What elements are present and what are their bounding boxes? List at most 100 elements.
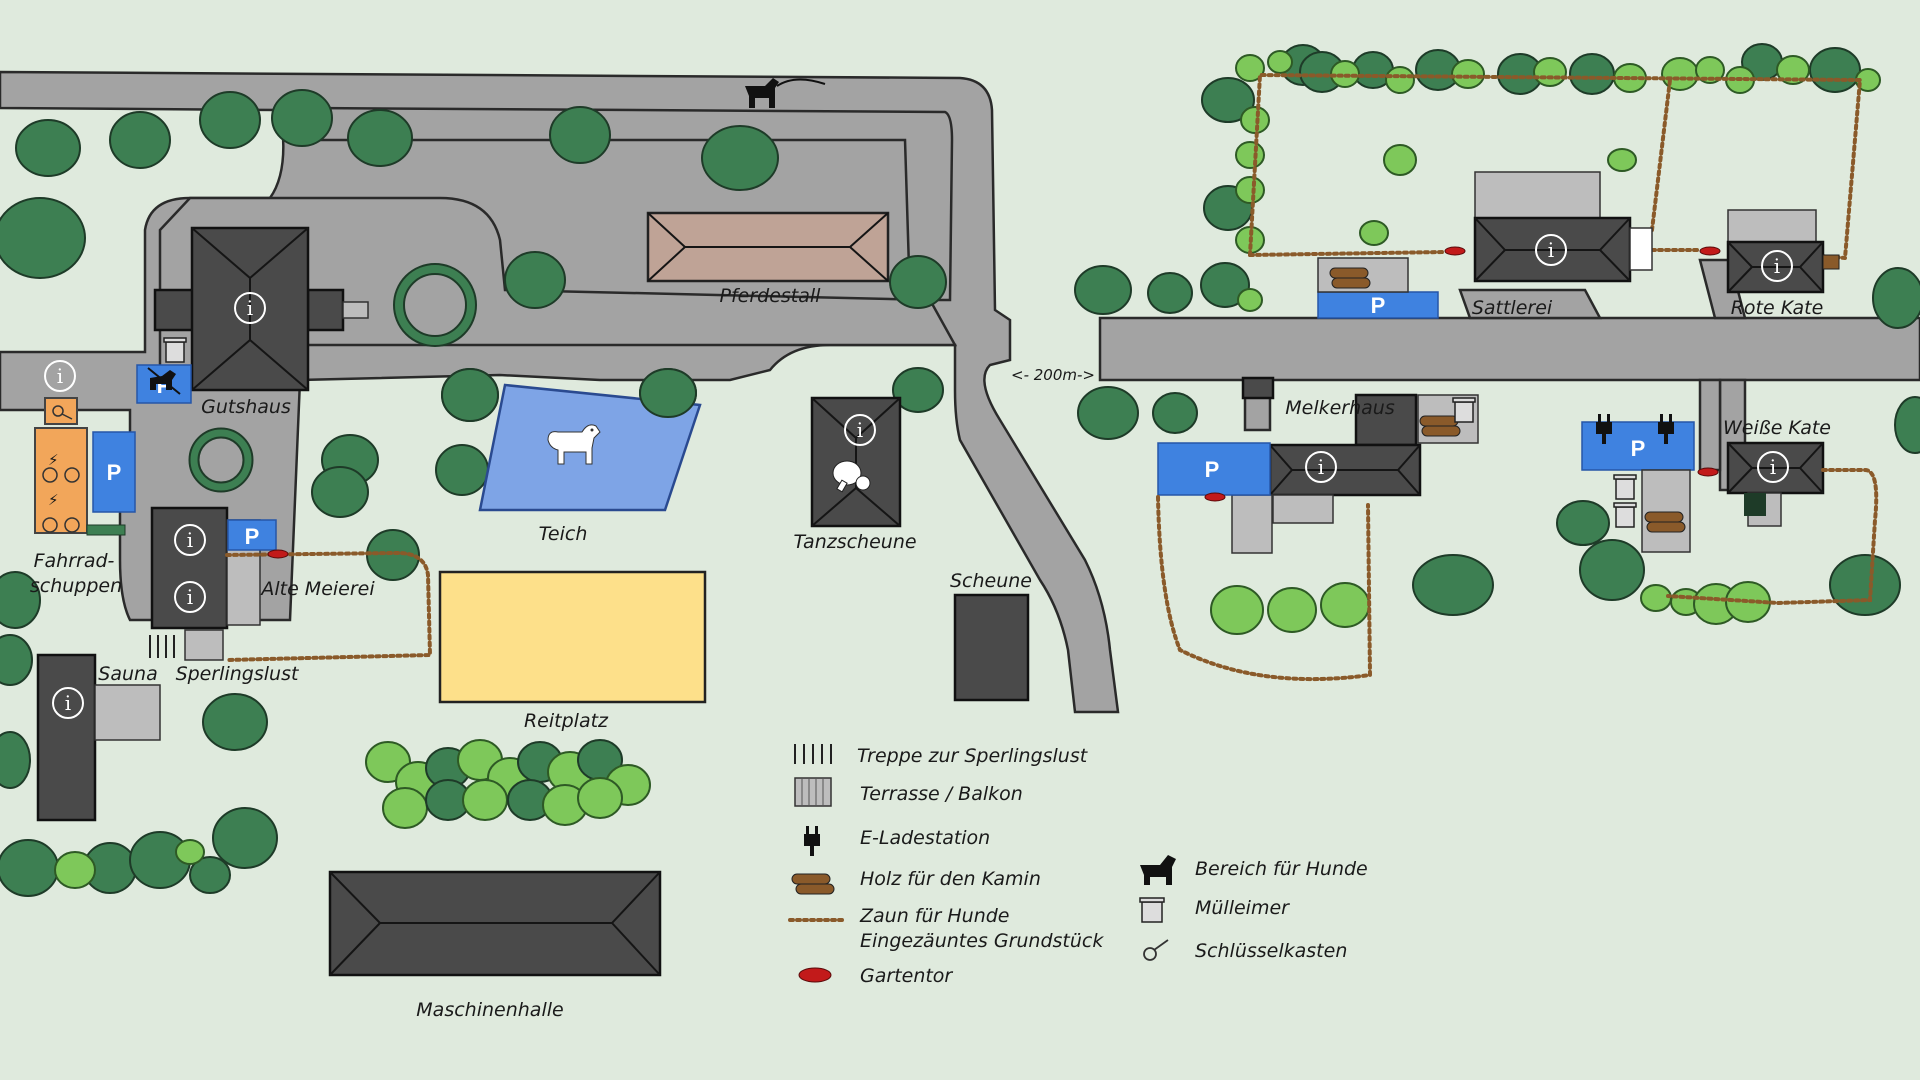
tree [1829,554,1901,616]
legend-text: E-Ladestation [860,827,990,849]
tree [1077,386,1139,440]
tree [1872,267,1920,329]
tree [1267,50,1293,74]
tree [175,839,205,865]
garden-gate [1697,467,1719,477]
tree [1695,56,1725,84]
label-fahrradschuppen-2: schuppen [30,575,122,597]
tree [1809,47,1861,93]
sauna-building [36,653,161,822]
legend-gate: Gartentor [798,965,953,987]
info-icon [44,360,76,392]
legend-text: Bereich für Hunde [1195,858,1368,880]
label-weisse-kate: Weiße Kate [1723,417,1831,439]
bike-icon: ⚡ [48,491,59,509]
tree [1359,220,1389,246]
fence-melkerhaus [1156,495,1373,682]
label-scheune: Scheune [950,570,1032,592]
tree [1147,272,1193,314]
garden-gate [1204,492,1226,502]
sattlerei-building [1473,171,1653,283]
fence-alte-meierei [225,550,433,662]
tree [1383,144,1417,176]
label-fahrradschuppen-1: Fahrrad- [34,550,115,572]
key-icon [52,405,73,420]
legend-charging: E-Ladestation [804,826,990,856]
legend-stairs: Treppe zur Sperlingslust [794,744,1089,767]
tree [1569,53,1615,95]
tree [54,851,96,889]
info-label: i [1770,455,1776,479]
legend-text: Schlüsselkasten [1195,940,1347,962]
legend-text-2: Eingezäuntes Grundstück [860,930,1104,952]
info-label: i [57,364,63,388]
tree [1235,54,1265,82]
legend-text: Terrasse / Balkon [860,783,1023,805]
tree [1235,176,1265,204]
tree [0,197,86,279]
rote-kate-building [1726,209,1840,294]
parking-label: P [1631,436,1646,461]
garden-gate [1444,246,1466,256]
key-icon [1143,939,1169,961]
round-hedge-inner [190,429,252,491]
tree [1385,66,1415,94]
info-label: i [187,585,193,609]
tree [1074,265,1132,315]
info-icon [234,292,266,324]
info-icon [174,524,206,556]
tree [1267,587,1317,633]
legend-terrace: Terrasse / Balkon [794,777,1023,807]
firewood-icon [1329,267,1371,289]
trash-bin-icon [1452,397,1476,423]
fence-northeast [1248,72,1863,260]
no-dogs-icon [147,367,181,395]
label-rote-kate: Rote Kate [1731,297,1824,319]
tree [212,807,278,869]
tree [1200,262,1250,308]
tree [1894,396,1920,454]
tree [0,571,41,629]
horse-stable [646,211,890,283]
tree [1661,57,1699,91]
tree [109,111,171,169]
legend-text: Mülleimer [1195,897,1290,919]
east-spur-5 [1698,378,1722,472]
info-label: i [187,528,193,552]
tree [1533,57,1567,87]
legend-text: Treppe zur Sperlingslust [857,745,1089,767]
legend-key: Schlüsselkasten [1143,939,1347,962]
parking-label: P [1371,293,1386,318]
tree [462,779,508,821]
legend-dogs: Bereich für Hunde [1140,855,1368,885]
place-labels: Pferdestall Gutshaus Teich Tanzscheune F… [30,285,1831,1021]
tree [639,368,697,418]
label-distance: <- 200m-> [1011,366,1095,384]
dog-icon [547,424,601,465]
garden-gate [267,549,289,559]
info-label: i [857,418,863,442]
tree [0,634,33,686]
east-road [1098,316,1920,382]
tree [701,125,779,191]
label-sattlerei: Sattlerei [1472,297,1553,319]
tree [889,255,947,309]
parking-label: P [1205,457,1220,482]
dog-icon [1140,855,1176,885]
label-tanzscheune: Tanzscheune [793,531,916,553]
info-icon [1535,234,1567,266]
parking-north-east [1317,291,1439,319]
stairs-icon [149,635,175,658]
east-spur-1 [1458,288,1603,320]
charging-plug-icon [1658,414,1674,444]
tree [892,367,944,413]
info-label: i [1548,238,1554,262]
info-label: i [1318,455,1324,479]
trash-bin-icon [163,337,187,363]
legend-trash: Mülleimer [1139,897,1290,923]
tree [504,251,566,309]
tree [1451,59,1485,89]
info-icon [1757,451,1789,483]
machine-hall [328,870,662,977]
